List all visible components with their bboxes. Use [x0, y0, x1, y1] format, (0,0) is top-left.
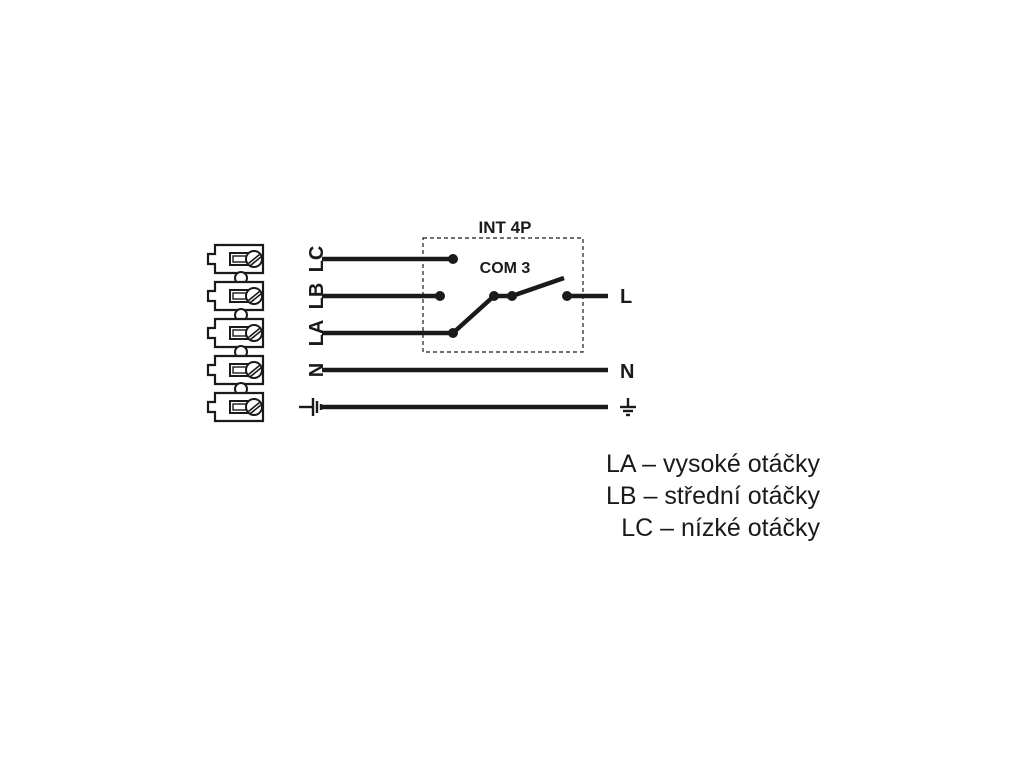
switch-com-label: COM 3	[480, 260, 531, 277]
wires	[322, 256, 608, 410]
contact-lc	[448, 254, 458, 264]
terminal-la	[206, 317, 265, 349]
terminal-label-lc: LC	[306, 246, 328, 273]
switch-blade-open	[511, 275, 565, 299]
output-label-n: N	[620, 361, 634, 383]
terminal-lb	[206, 280, 265, 312]
terminal-n	[206, 354, 265, 386]
terminal-pe	[206, 391, 265, 423]
switch-contacts	[435, 254, 572, 338]
speed-legend: LA – vysoké otáčky LB – střední otáčky L…	[606, 448, 820, 544]
switch-title: INT 4P	[479, 218, 532, 237]
output-label-l: L	[620, 286, 632, 308]
legend-item-lb: LB – střední otáčky	[605, 482, 820, 510]
contact-com-2	[507, 291, 517, 301]
terminal-label-la: LA	[306, 320, 328, 347]
terminal-label-n: N	[306, 363, 328, 377]
contact-lb	[435, 291, 445, 301]
legend-item-la: LA – vysoké otáčky	[605, 450, 820, 478]
contact-la	[448, 328, 458, 338]
ground-output-icon	[620, 398, 636, 417]
switch-box	[422, 237, 584, 353]
switch-blade-la	[451, 294, 496, 335]
terminal-lc	[206, 243, 265, 275]
contact-l	[562, 291, 572, 301]
terminal-strip	[206, 243, 265, 423]
ground-symbol-icon	[299, 398, 323, 416]
terminal-label-lb: LB	[306, 283, 328, 310]
contact-com	[489, 291, 499, 301]
legend-item-lc: LC – nízké otáčky	[621, 514, 820, 542]
